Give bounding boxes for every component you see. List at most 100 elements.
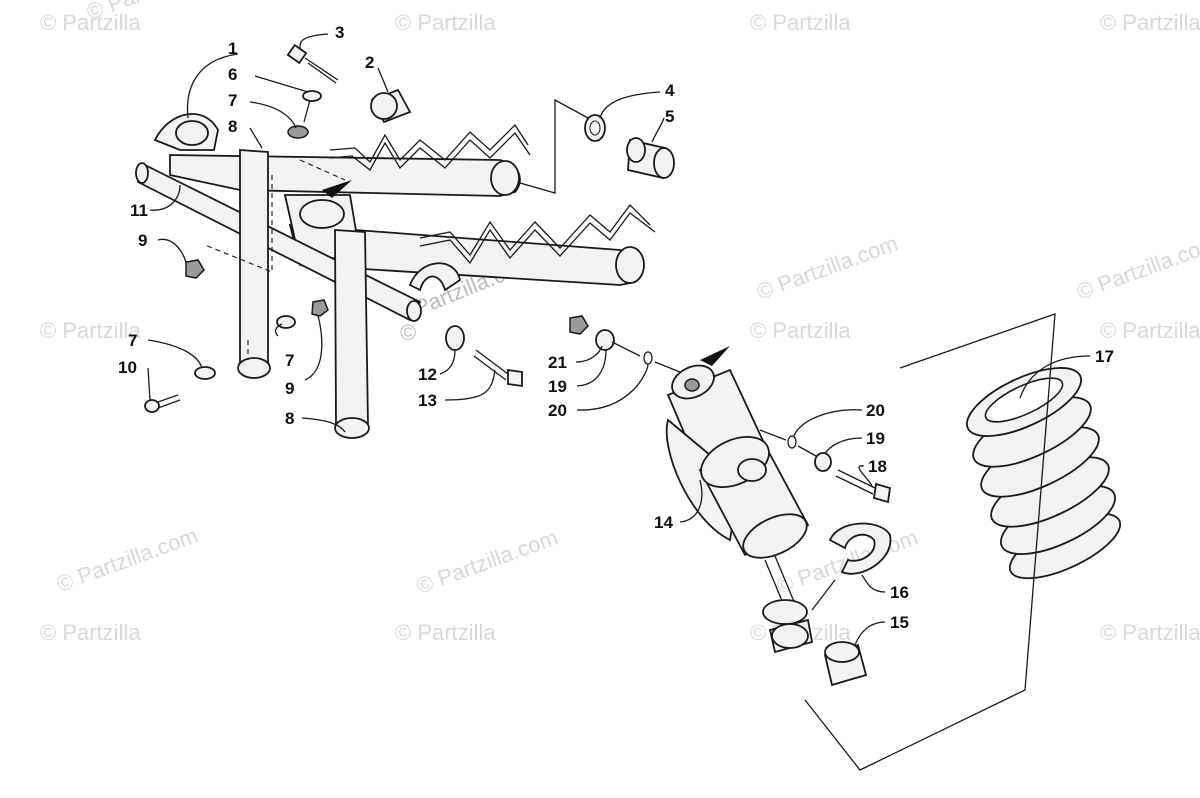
shock-bumper xyxy=(762,599,808,625)
washer-hole xyxy=(589,120,601,136)
nut-9-upper xyxy=(185,259,205,279)
coil-spring-17 xyxy=(966,367,1122,580)
bolt-shank xyxy=(473,349,509,381)
cross-shaft-end xyxy=(406,300,422,322)
leader-line xyxy=(157,238,187,263)
leader-line xyxy=(249,101,297,129)
watermark: © Partzilla xyxy=(750,318,851,343)
bolt-shank xyxy=(835,469,876,495)
watermark: © Partzilla xyxy=(750,10,851,35)
spacer-5 xyxy=(626,137,675,180)
link-arm-bushing xyxy=(334,417,370,439)
bolt-shank xyxy=(307,62,337,84)
washer-4 xyxy=(584,114,606,142)
assembly-line xyxy=(611,341,817,457)
callout-8: 8 xyxy=(228,117,237,136)
washer-19 xyxy=(595,329,615,351)
leader-line xyxy=(679,479,703,523)
center-bracket-boss xyxy=(299,199,345,229)
bolt-head xyxy=(286,43,308,65)
watermark: © Partzilla xyxy=(1100,10,1200,35)
callout-7: 7 xyxy=(128,331,137,350)
upper-arm-end xyxy=(490,160,520,196)
callout-20: 20 xyxy=(548,401,567,420)
leader-line xyxy=(576,349,607,387)
callout-10: 10 xyxy=(118,358,137,377)
washer-12 xyxy=(445,325,465,351)
leader-line xyxy=(249,127,263,149)
callout-7: 7 xyxy=(285,351,294,370)
washer-7 xyxy=(276,315,296,329)
callout-9: 9 xyxy=(285,379,294,398)
watermark: © Partzilla.com xyxy=(1073,231,1200,305)
bolt-13 xyxy=(473,349,523,388)
leader-line xyxy=(147,339,203,369)
leader-line xyxy=(186,53,239,119)
watermark-copyright-symbol: © xyxy=(400,320,416,345)
upper-arm-tube xyxy=(169,154,521,197)
callout-12: 12 xyxy=(418,365,437,384)
shock-eye-bottom-face xyxy=(771,623,809,649)
shock-eye-hole xyxy=(684,378,700,392)
callout-9: 9 xyxy=(138,231,147,250)
callout-17: 17 xyxy=(1095,347,1114,366)
bolt-10 xyxy=(144,394,181,413)
leader-line xyxy=(793,409,863,437)
watermark: © Partzilla xyxy=(395,620,496,645)
spacer-end xyxy=(626,137,646,163)
upper-rail xyxy=(329,123,529,164)
o-ring-20 xyxy=(643,351,653,365)
watermark: © Partzilla.com xyxy=(753,231,901,305)
direction-arrow-icon xyxy=(700,346,730,366)
leader-line xyxy=(301,417,346,433)
bracket-line xyxy=(519,98,589,194)
leader-line xyxy=(147,367,151,401)
leader-line xyxy=(377,67,389,93)
watermark: © Partzilla xyxy=(40,10,141,35)
nut-9 xyxy=(311,299,329,317)
watermark: © Partzilla.com xyxy=(53,523,201,597)
leader-line xyxy=(811,579,836,611)
washer-7 xyxy=(287,125,309,139)
lower-rail-inner xyxy=(419,212,656,265)
callout-19: 19 xyxy=(866,429,885,448)
watermark: © Partzilla xyxy=(395,10,496,35)
saddle-bracket xyxy=(408,262,462,292)
callout-19: 19 xyxy=(548,377,567,396)
callout-7: 7 xyxy=(228,91,237,110)
spring-top-opening xyxy=(984,377,1064,423)
washer-19 xyxy=(814,452,832,472)
watermark: © Partzilla.com xyxy=(413,525,561,599)
screw-shank xyxy=(303,99,311,123)
link-arm-plate xyxy=(239,149,269,378)
callout-3: 3 xyxy=(335,23,344,42)
leader-line xyxy=(599,91,661,119)
watermark: © Partzilla xyxy=(1100,318,1200,343)
callout-8: 8 xyxy=(285,409,294,428)
leader-line xyxy=(576,363,649,411)
leader-line xyxy=(254,75,309,93)
bolt-shank xyxy=(304,57,339,81)
bushing-face xyxy=(824,641,860,663)
spring-retainer-16 xyxy=(828,522,892,575)
callout-16: 16 xyxy=(890,583,909,602)
callout-11: 11 xyxy=(130,201,148,220)
leader-line xyxy=(824,437,863,455)
callout-13: 13 xyxy=(418,391,437,410)
callout-2: 2 xyxy=(365,53,374,72)
upper-rail-inner xyxy=(329,131,531,171)
bushing-2 xyxy=(370,88,412,124)
nut-21 xyxy=(569,315,589,335)
nut-body xyxy=(185,259,205,279)
group-outline xyxy=(804,313,1056,771)
callout-15: 15 xyxy=(890,613,909,632)
washer-7 xyxy=(194,366,216,380)
callout-14: 14 xyxy=(654,513,673,532)
callout-18: 18 xyxy=(868,457,887,476)
leader-line xyxy=(149,184,181,211)
link-arm-right xyxy=(334,229,370,439)
leader-line xyxy=(1019,355,1091,399)
bushing-15 xyxy=(823,641,868,687)
swing-arm-frame xyxy=(153,113,656,292)
